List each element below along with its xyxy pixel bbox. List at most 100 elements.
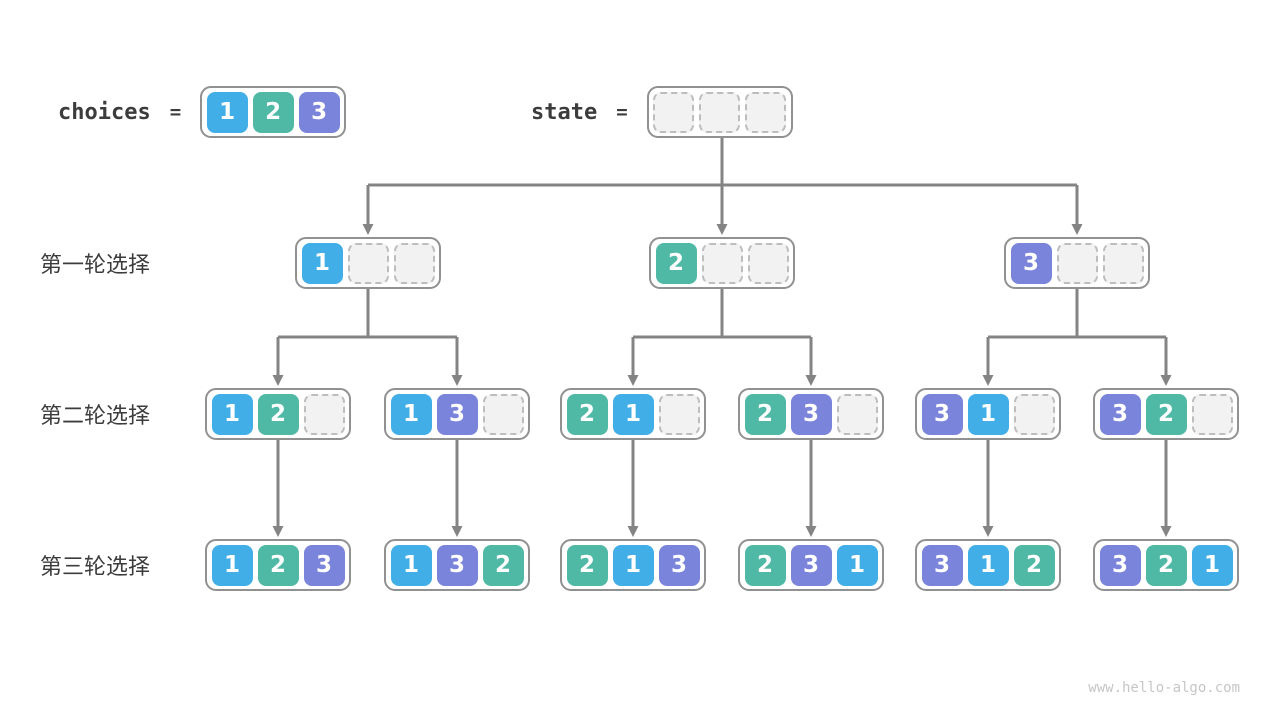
empty-cell <box>347 242 389 284</box>
state-label: state <box>531 99 598 125</box>
state-array <box>646 86 793 138</box>
arrow-down-icon <box>1071 224 1083 235</box>
edge-round2-node4 <box>982 440 994 537</box>
node-3xx: 3 <box>1004 237 1150 289</box>
empty-cell <box>653 91 695 133</box>
edge-round2-node2 <box>627 440 639 537</box>
value-cell: 1 <box>1191 544 1233 586</box>
watermark: www.hello-algo.com <box>1088 680 1240 696</box>
arrow-down-icon <box>1160 375 1172 386</box>
value-cell: 1 <box>967 393 1009 435</box>
value-cell: 3 <box>921 544 963 586</box>
value-cell: 1 <box>967 544 1009 586</box>
arrow-down-icon <box>627 375 639 386</box>
edge-state-to-round1 <box>362 138 1083 235</box>
arrow-down-icon <box>627 526 639 537</box>
value-cell: 3 <box>436 544 478 586</box>
arrow-down-icon <box>272 526 284 537</box>
value-cell: 2 <box>1145 393 1187 435</box>
value-cell: 2 <box>1145 544 1187 586</box>
value-cell: 2 <box>257 544 299 586</box>
value-cell: 2 <box>566 393 608 435</box>
arrow-down-icon <box>805 526 817 537</box>
value-cell: 1 <box>612 393 654 435</box>
value-cell: 2 <box>482 544 524 586</box>
value-cell: 1 <box>836 544 878 586</box>
empty-cell <box>747 242 789 284</box>
edge-round2-node1 <box>451 440 463 537</box>
round-label-1: 第一轮选择 <box>40 253 151 278</box>
empty-cell <box>699 91 741 133</box>
node-2xx: 2 <box>649 237 795 289</box>
arrow-down-icon <box>1160 526 1172 537</box>
value-cell: 3 <box>921 393 963 435</box>
value-cell: 1 <box>206 91 248 133</box>
empty-cell <box>1102 242 1144 284</box>
value-cell: 3 <box>1010 242 1052 284</box>
round-label-2: 第二轮选择 <box>40 404 151 429</box>
arrow-down-icon <box>451 375 463 386</box>
value-cell: 1 <box>211 393 253 435</box>
value-cell: 3 <box>1099 544 1141 586</box>
edge-round1-node0 <box>272 289 463 386</box>
empty-cell <box>658 393 700 435</box>
value-cell: 2 <box>744 544 786 586</box>
empty-cell <box>1013 393 1055 435</box>
value-cell: 3 <box>790 393 832 435</box>
value-cell: 2 <box>1013 544 1055 586</box>
empty-cell <box>1056 242 1098 284</box>
edge-round1-node2 <box>982 289 1172 386</box>
choices-label: choices <box>58 99 151 125</box>
arrow-down-icon <box>805 375 817 386</box>
choices-equals-sign: = <box>169 101 182 123</box>
empty-cell <box>836 393 878 435</box>
empty-cell <box>303 393 345 435</box>
edge-round2-node5 <box>1160 440 1172 537</box>
value-cell: 3 <box>298 91 340 133</box>
arrow-down-icon <box>362 224 374 235</box>
arrow-down-icon <box>982 526 994 537</box>
value-cell: 2 <box>744 393 786 435</box>
value-cell: 3 <box>790 544 832 586</box>
arrow-down-icon <box>451 526 463 537</box>
value-cell: 2 <box>566 544 608 586</box>
state-equals-sign: = <box>616 101 628 123</box>
value-cell: 2 <box>252 91 294 133</box>
value-cell: 2 <box>257 393 299 435</box>
value-cell: 1 <box>211 544 253 586</box>
edge-round2-node3 <box>805 440 817 537</box>
empty-cell <box>745 91 787 133</box>
value-cell: 1 <box>390 544 432 586</box>
node-1xx: 1 <box>295 237 441 289</box>
value-cell: 2 <box>655 242 697 284</box>
value-cell: 3 <box>303 544 345 586</box>
edge-round2-node0 <box>272 440 284 537</box>
value-cell: 1 <box>390 393 432 435</box>
value-cell: 3 <box>1099 393 1141 435</box>
empty-cell <box>1191 393 1233 435</box>
edge-round1-node1 <box>627 289 817 386</box>
empty-cell <box>701 242 743 284</box>
value-cell: 3 <box>436 393 478 435</box>
state-group: state = <box>531 86 793 138</box>
empty-cell <box>393 242 435 284</box>
value-cell: 1 <box>612 544 654 586</box>
arrow-down-icon <box>982 375 994 386</box>
arrow-down-icon <box>272 375 284 386</box>
value-cell: 1 <box>301 242 343 284</box>
